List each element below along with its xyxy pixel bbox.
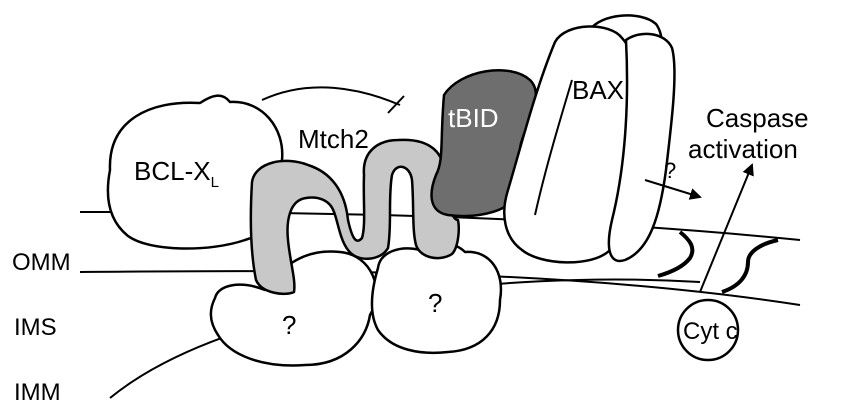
bclxl-label: BCL-XL	[134, 156, 219, 191]
question-arrow-label: ?	[664, 158, 676, 183]
tbid-label: tBID	[448, 103, 499, 133]
inhibition-arc	[262, 87, 400, 105]
inhibition-bar	[388, 96, 404, 113]
imm-label: IMM	[14, 379, 61, 406]
pore-left-bracket	[658, 232, 692, 276]
mtch2-label: Mtch2	[298, 124, 369, 154]
pore-right-bracket	[722, 240, 778, 292]
cytc-label: Cyt c	[683, 318, 738, 345]
ims-label: IMS	[14, 314, 57, 341]
bax-label: BAX	[572, 75, 624, 105]
caspase-label-line2: activation	[688, 134, 798, 164]
omm-label: OMM	[12, 249, 71, 276]
caspase-label-line1: Caspase	[706, 103, 809, 133]
unknown-right-label: ?	[428, 288, 442, 318]
unknown-left-label: ?	[282, 310, 296, 340]
